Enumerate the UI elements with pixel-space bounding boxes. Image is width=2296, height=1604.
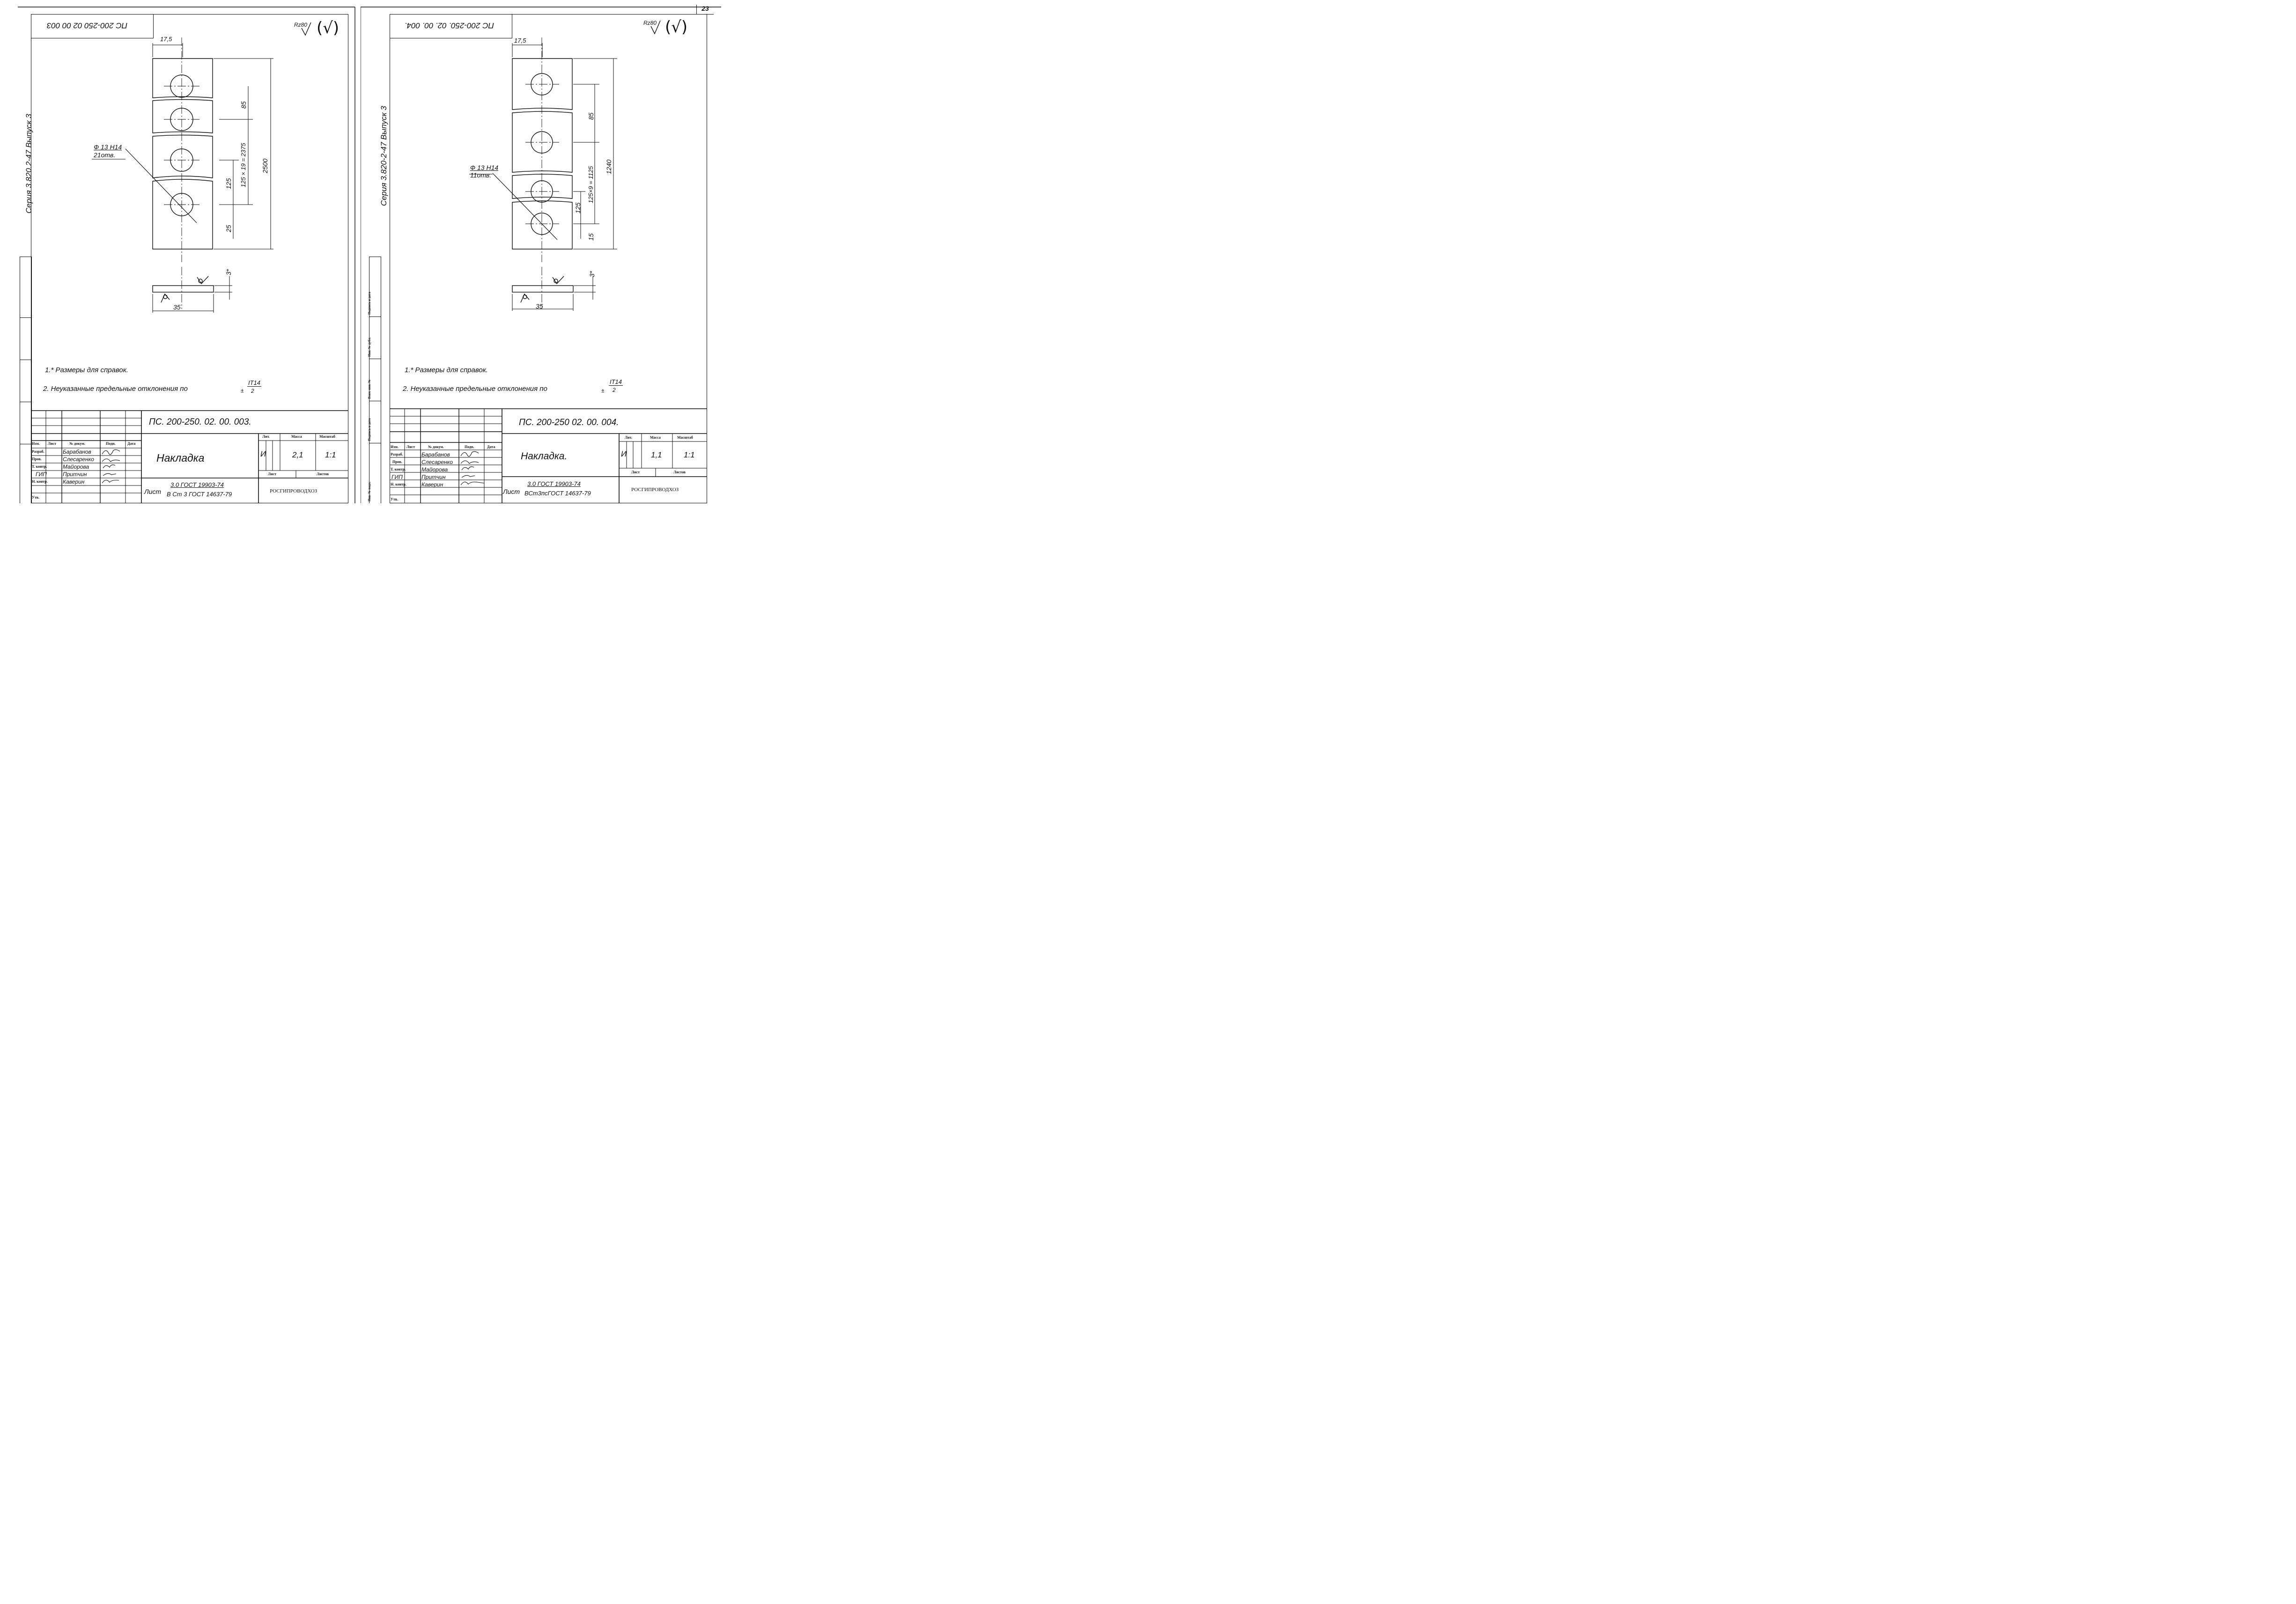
signatures-right — [460, 451, 485, 486]
name-1: Барабанов — [63, 449, 91, 455]
role-6: Утв. — [391, 497, 399, 501]
tolerance-denominator: 2 — [613, 387, 616, 393]
signatures-left — [102, 449, 120, 484]
name-5: Каверин — [421, 481, 443, 488]
drawing-sheet-left: Серия 3.820.2-47 Выпуск 3 ПС 200-250 02 … — [0, 0, 356, 505]
hdr-ndoc: № докум. — [69, 441, 85, 446]
roughness-check-icon — [650, 20, 661, 35]
part-name: Накладка — [156, 452, 205, 464]
hdr-lit: Лит. — [262, 434, 270, 439]
role-1: Разраб. — [391, 452, 403, 456]
mass-value: 2,1 — [292, 450, 303, 459]
roughness-check-icon — [301, 22, 311, 36]
right-side-stamp: Подпись и дата Инв. № дубл. Взам. инв. №… — [368, 257, 381, 503]
left-frame-lines — [18, 7, 355, 503]
scale-value: 1:1 — [325, 450, 336, 459]
hdr-data: Дата — [127, 441, 136, 446]
dim-width: 17,5 — [514, 37, 526, 44]
hdr-list: Лист — [48, 441, 57, 446]
dim-side: 35 — [536, 302, 543, 310]
dim-side: 35 — [173, 303, 181, 311]
roughness-mark: (√) — [665, 18, 688, 37]
scale-value: 1:1 — [684, 450, 695, 459]
left-side-stamp — [20, 257, 32, 503]
lit-value: И — [260, 449, 266, 458]
mirrored-code-box — [390, 14, 512, 38]
dim-width: 17,5 — [160, 36, 172, 43]
name-2: Слесаренко — [421, 459, 453, 465]
note-2: 2. Неуказанные предельные отклонения по — [43, 385, 188, 393]
right-frame-lines — [361, 7, 721, 503]
name-5: Каверин — [63, 478, 85, 485]
hdr-podp: Подп. — [465, 445, 474, 449]
material-bottom: ВСт3псГОСТ 14637-79 — [524, 490, 591, 497]
hole-callout-count: 11отв. — [470, 171, 492, 179]
hdr-list2: Лист — [631, 470, 640, 474]
drawing-sheet-right: Подпись и дата Инв. № дубл. Взам. инв. №… — [361, 0, 721, 505]
hole-callout-diameter: Ф 13 Н14 — [94, 143, 122, 151]
hdr-masshtab: Масштаб — [319, 434, 335, 439]
plate-drawing — [469, 37, 617, 311]
left-inner-frame — [31, 14, 348, 503]
roughness-label: Rz80 — [643, 20, 657, 26]
name-3: Майорова — [63, 464, 89, 470]
hdr-masshtab: Масштаб — [677, 435, 693, 440]
hdr-massa: Масса — [291, 434, 302, 439]
name-4: Притчин — [421, 474, 446, 480]
roughness-mark: (√) — [317, 19, 340, 37]
hole-callout-diameter: Ф 13 Н14 — [470, 164, 499, 171]
hdr-massa: Масса — [650, 435, 661, 440]
material-bottom: В Ст 3 ГОСТ 14637-79 — [167, 491, 232, 498]
name-4: Притчин — [63, 471, 87, 478]
hdr-podp: Подп. — [106, 441, 116, 446]
tolerance-denominator: 2 — [251, 388, 254, 394]
hdr-data: Дата — [487, 445, 495, 449]
roughness-label: Rz80 — [294, 22, 308, 28]
role-2: Пров. — [32, 457, 42, 461]
role-5: Н. контр. — [391, 482, 406, 486]
material-prefix: Лист — [503, 488, 520, 495]
part-name: Накладка. — [521, 451, 568, 462]
role-3: Т. контр. — [391, 467, 406, 471]
role-6: Утв. — [32, 495, 40, 500]
name-1: Барабанов — [421, 451, 450, 458]
hdr-list: Лист — [406, 445, 415, 449]
name-2: Слесаренко — [63, 456, 94, 463]
note-2: 2. Неуказанные предельные отклонения по — [403, 385, 547, 393]
role-3: Т. контр. — [32, 464, 47, 469]
role-1: Разраб. — [32, 449, 44, 454]
tolerance-numerator: IT14 — [609, 378, 623, 386]
hdr-listov: Листов — [317, 472, 329, 476]
hole-callout-count: 21отв. — [94, 151, 116, 159]
material-prefix: Лист — [144, 488, 162, 495]
role-5: Н. контр. — [32, 479, 48, 484]
role-2: Пров. — [392, 460, 402, 464]
drawing-designation: ПС. 200-250 02. 00. 004. — [519, 418, 619, 427]
plate-drawing — [92, 37, 273, 313]
hdr-list2: Лист — [268, 472, 277, 476]
note-1: 1.* Размеры для справок. — [45, 366, 128, 374]
material-top: 3.0 ГОСТ 19903-74 — [170, 481, 224, 488]
mirrored-code-box — [31, 14, 154, 38]
tolerance-sign: ± — [601, 387, 605, 394]
role-4: ГИП — [391, 474, 403, 480]
mass-value: 1,1 — [651, 450, 662, 459]
lit-value: И — [621, 449, 627, 458]
hdr-listov: Листов — [673, 470, 686, 474]
name-3: Майорова — [421, 466, 448, 473]
material-top: 3.0 ГОСТ 19903-74 — [527, 480, 581, 487]
drawing-designation: ПС. 200-250. 02. 00. 003. — [149, 417, 251, 427]
tolerance-sign: ± — [241, 387, 244, 394]
organization: РОСГИПРОВОДХОЗ — [631, 487, 679, 493]
hdr-izm: Изм. — [32, 441, 40, 446]
tolerance-numerator: IT14 — [247, 379, 262, 387]
role-4: ГИП — [36, 471, 47, 478]
hdr-ndoc: № докум. — [428, 445, 444, 449]
right-inner-frame — [390, 14, 707, 503]
hdr-izm: Изм. — [391, 445, 399, 449]
organization: РОСГИПРОВОДХОЗ — [270, 488, 317, 494]
hdr-lit: Лит. — [625, 435, 632, 440]
note-1: 1.* Размеры для справок. — [405, 366, 488, 374]
